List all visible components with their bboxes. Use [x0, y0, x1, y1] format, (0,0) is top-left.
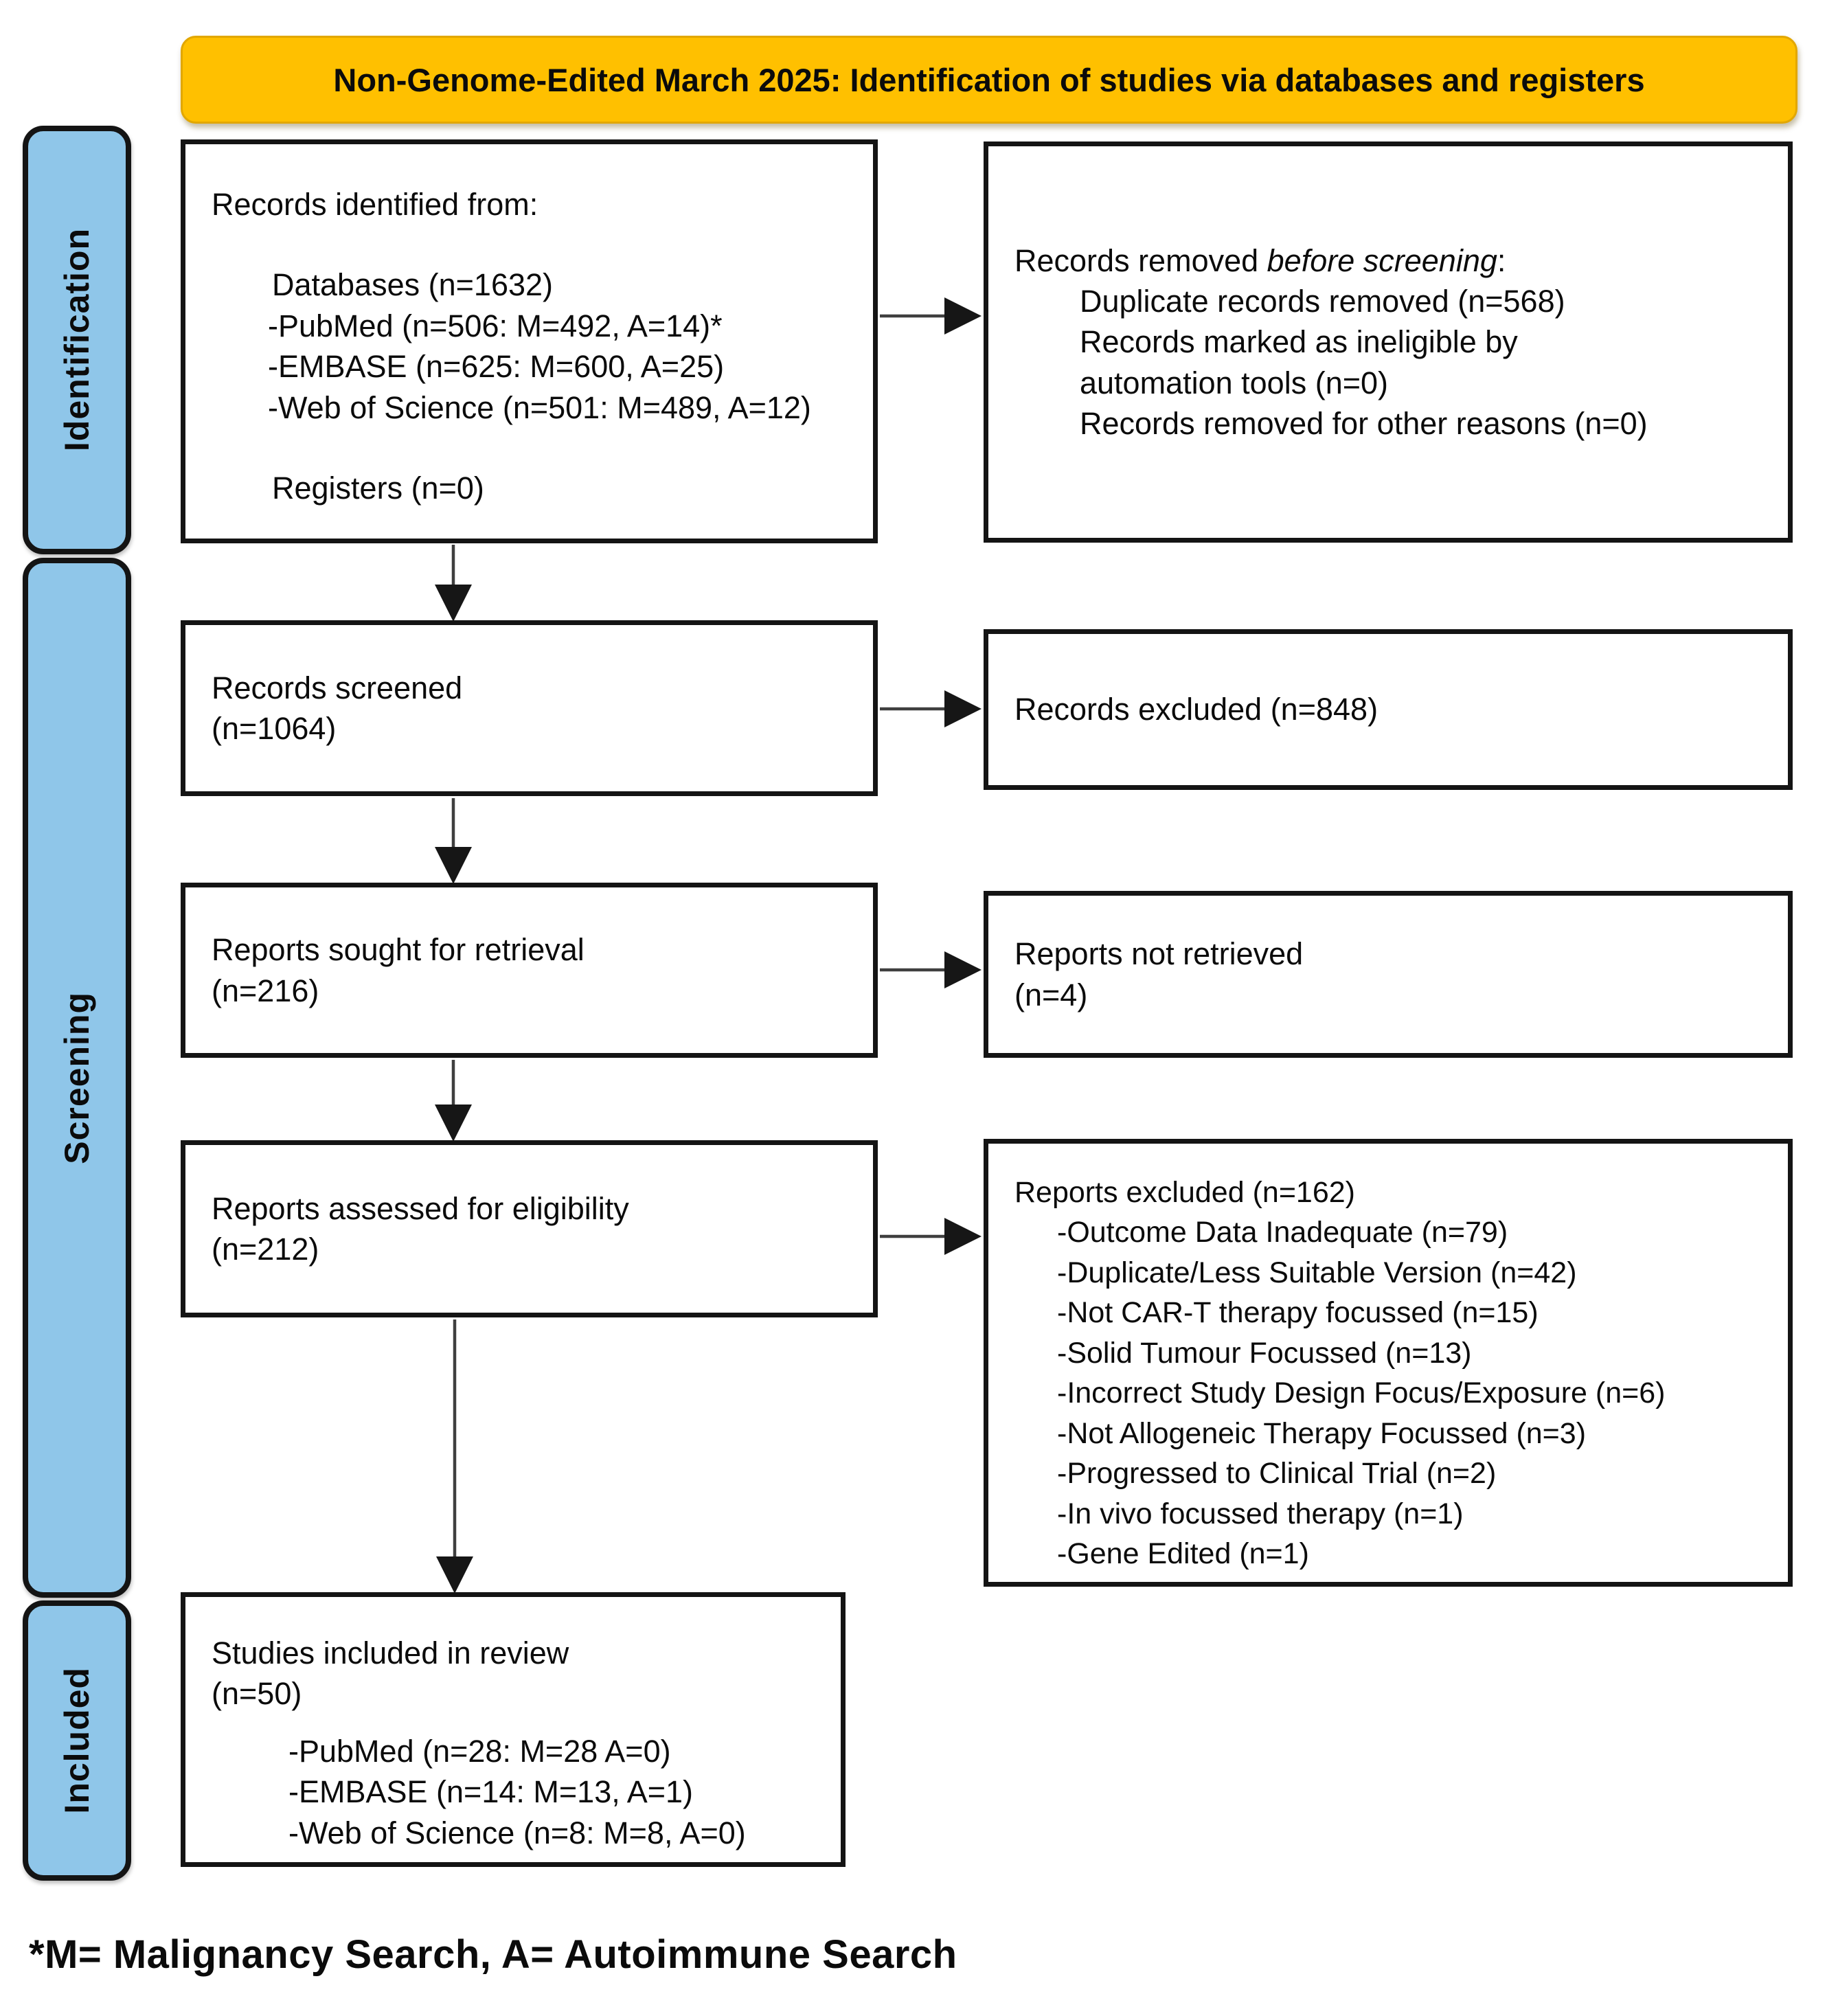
- reports-excluded-item-gene-edited: -Gene Edited (n=1): [1057, 1537, 1309, 1571]
- box-studies-included: Studies included in review (n=50) -PubMe…: [181, 1592, 846, 1867]
- stage-label-screening: Screening: [23, 558, 131, 1598]
- records-screened-line2: (n=1064): [212, 711, 337, 746]
- reports-not-retrieved-line1: Reports not retrieved: [1014, 936, 1304, 972]
- studies-included-source-pubmed: -PubMed (n=28: M=28 A=0): [288, 1733, 671, 1769]
- spacer: [212, 428, 852, 468]
- stage-label-identification: Identification: [23, 126, 131, 554]
- box-records-removed-before-screening: Records removed before screening: Duplic…: [984, 141, 1793, 543]
- box-reports-assessed: Reports assessed for eligibility (n=212): [181, 1140, 878, 1317]
- reports-excluded-item-study-design: -Incorrect Study Design Focus/Exposure (…: [1057, 1377, 1666, 1410]
- records-identified-source-wos: -Web of Science (n=501: M=489, A=12): [268, 389, 811, 425]
- spacer: [212, 1714, 824, 1731]
- reports-assessed-line1: Reports assessed for eligibility: [212, 1190, 629, 1226]
- studies-included-source-embase: -EMBASE (n=14: M=13, A=1): [288, 1774, 694, 1810]
- reports-sought-line1: Reports sought for retrieval: [212, 932, 585, 968]
- records-removed-line-duplicates: Duplicate records removed (n=568): [1080, 283, 1565, 319]
- reports-excluded-item-clinical-trial: -Progressed to Clinical Trial (n=2): [1057, 1457, 1497, 1491]
- stage-label-screening-text: Screening: [58, 991, 96, 1164]
- stage-label-included: Included: [23, 1600, 131, 1881]
- studies-included-source-wos: -Web of Science (n=8: M=8, A=0): [288, 1815, 746, 1850]
- diagram-title: Non-Genome-Edited March 2025: Identifica…: [333, 61, 1645, 98]
- box-records-excluded: Records excluded (n=848): [984, 629, 1793, 790]
- reports-sought-line2: (n=216): [212, 973, 319, 1008]
- reports-assessed-line2: (n=212): [212, 1232, 319, 1267]
- reports-excluded-heading: Reports excluded (n=162): [1014, 1176, 1355, 1209]
- reports-excluded-item-in-vivo: -In vivo focussed therapy (n=1): [1057, 1497, 1464, 1530]
- reports-excluded-item-not-cart: -Not CAR-T therapy focussed (n=15): [1057, 1296, 1539, 1330]
- records-screened-line1: Records screened: [212, 670, 463, 705]
- reports-excluded-item-not-allogeneic: -Not Allogeneic Therapy Focussed (n=3): [1057, 1416, 1587, 1450]
- reports-excluded-item-duplicate: -Duplicate/Less Suitable Version (n=42): [1057, 1256, 1577, 1289]
- records-removed-line-ineligible: Records marked as ineligible by: [1080, 324, 1518, 360]
- title-banner: Non-Genome-Edited March 2025: Identifica…: [181, 36, 1797, 124]
- records-excluded-line1: Records excluded (n=848): [1014, 692, 1378, 727]
- records-identified-source-embase: -EMBASE (n=625: M=600, A=25): [268, 349, 725, 385]
- box-reports-excluded: Reports excluded (n=162) -Outcome Data I…: [984, 1139, 1793, 1587]
- studies-included-line2: (n=50): [212, 1676, 302, 1712]
- box-reports-not-retrieved: Reports not retrieved (n=4): [984, 891, 1793, 1058]
- box-records-identified: Records identified from: Databases (n=16…: [181, 139, 878, 543]
- spacer: [212, 225, 852, 264]
- box-reports-sought: Reports sought for retrieval (n=216): [181, 883, 878, 1058]
- records-removed-line-automation: automation tools (n=0): [1080, 365, 1389, 400]
- stage-label-included-text: Included: [58, 1667, 96, 1814]
- records-removed-heading-italic: before screening: [1267, 242, 1497, 278]
- records-identified-registers: Registers (n=0): [272, 470, 484, 506]
- records-removed-heading-prefix: Records removed: [1014, 242, 1267, 278]
- records-removed-line-other: Records removed for other reasons (n=0): [1080, 406, 1648, 442]
- records-identified-heading: Records identified from:: [212, 187, 538, 222]
- studies-included-line1: Studies included in review: [212, 1635, 569, 1670]
- reports-excluded-item-outcome: -Outcome Data Inadequate (n=79): [1057, 1216, 1508, 1249]
- records-removed-heading-suffix: :: [1497, 242, 1506, 278]
- reports-not-retrieved-line2: (n=4): [1014, 977, 1088, 1012]
- footnote-search-legend: *M= Malignancy Search, A= Autoimmune Sea…: [29, 1932, 957, 1977]
- records-identified-source-pubmed: -PubMed (n=506: M=492, A=14)*: [268, 308, 723, 343]
- records-identified-databases: Databases (n=1632): [272, 267, 554, 303]
- stage-label-identification-text: Identification: [58, 228, 96, 452]
- records-removed-heading: Records removed before screening:: [1014, 240, 1767, 281]
- reports-excluded-item-solid-tumour: -Solid Tumour Focussed (n=13): [1057, 1336, 1472, 1370]
- box-records-screened: Records screened (n=1064): [181, 620, 878, 796]
